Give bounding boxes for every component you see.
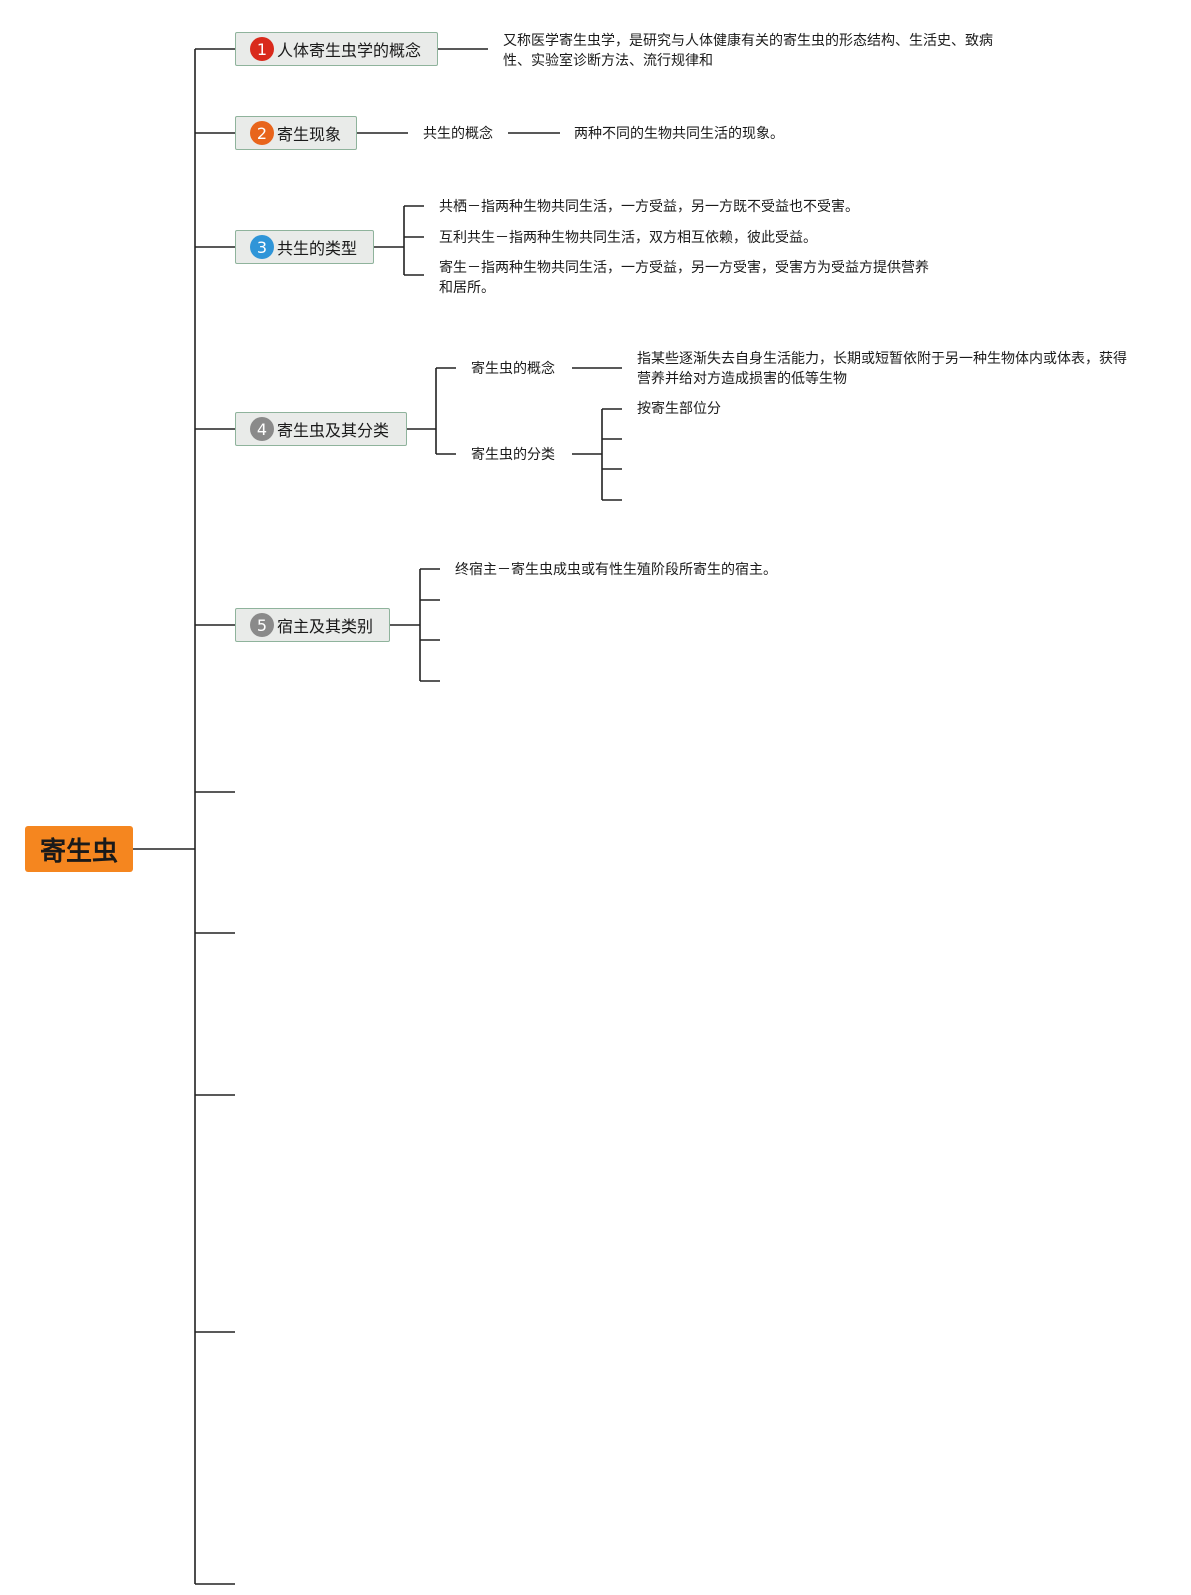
topic-5-label: 宿主及其类别 (277, 617, 374, 636)
topic-2[interactable]: 2 寄生现象 (235, 116, 357, 150)
t4-classification[interactable]: 寄生虫的分类 (471, 447, 555, 463)
topic-4-label: 寄生虫及其分类 (277, 421, 390, 440)
t3-item-parasitism: 寄生－指两种生物共同生活，一方受益，另一方受害，受害方为受益方提供营养和居所。 (439, 260, 929, 296)
number-4-icon: 4 (250, 417, 274, 441)
t2-detail: 两种不同的生物共同生活的现象。 (574, 126, 784, 142)
t4-class-by-site: 按寄生部位分 (637, 401, 721, 417)
t3-item-commensalism: 共栖－指两种生物共同生活，一方受益，另一方既不受益也不受害。 (439, 199, 859, 215)
number-5-icon: 5 (250, 613, 274, 637)
root-node[interactable]: 寄生虫 (25, 826, 133, 872)
number-3-icon: 3 (250, 235, 274, 259)
number-2-icon: 2 (250, 121, 274, 145)
t2-child[interactable]: 共生的概念 (423, 126, 493, 142)
number-1-icon: 1 (250, 37, 274, 61)
topic-1[interactable]: 1 人体寄生虫学的概念 (235, 32, 438, 66)
t5-definitive-host: 终宿主－寄生虫成虫或有性生殖阶段所寄生的宿主。 (455, 562, 777, 578)
topic-1-label: 人体寄生虫学的概念 (277, 41, 422, 60)
topic-3[interactable]: 3 共生的类型 (235, 230, 374, 264)
root-label: 寄生虫 (39, 836, 118, 867)
topic-5[interactable]: 5 宿主及其类别 (235, 608, 390, 642)
topic-4[interactable]: 4 寄生虫及其分类 (235, 412, 407, 446)
topic-2-label: 寄生现象 (277, 125, 342, 144)
t1-definition: 又称医学寄生虫学，是研究与人体健康有关的寄生虫的形态结构、生活史、致病性、实验室… (503, 33, 993, 69)
t4-concept-detail: 指某些逐渐失去自身生活能力，长期或短暂依附于另一种生物体内或体表，获得营养并给对… (637, 351, 1127, 387)
t4-concept[interactable]: 寄生虫的概念 (471, 361, 555, 377)
t3-item-mutualism: 互利共生－指两种生物共同生活，双方相互依赖，彼此受益。 (439, 230, 817, 246)
topic-3-label: 共生的类型 (277, 239, 358, 258)
